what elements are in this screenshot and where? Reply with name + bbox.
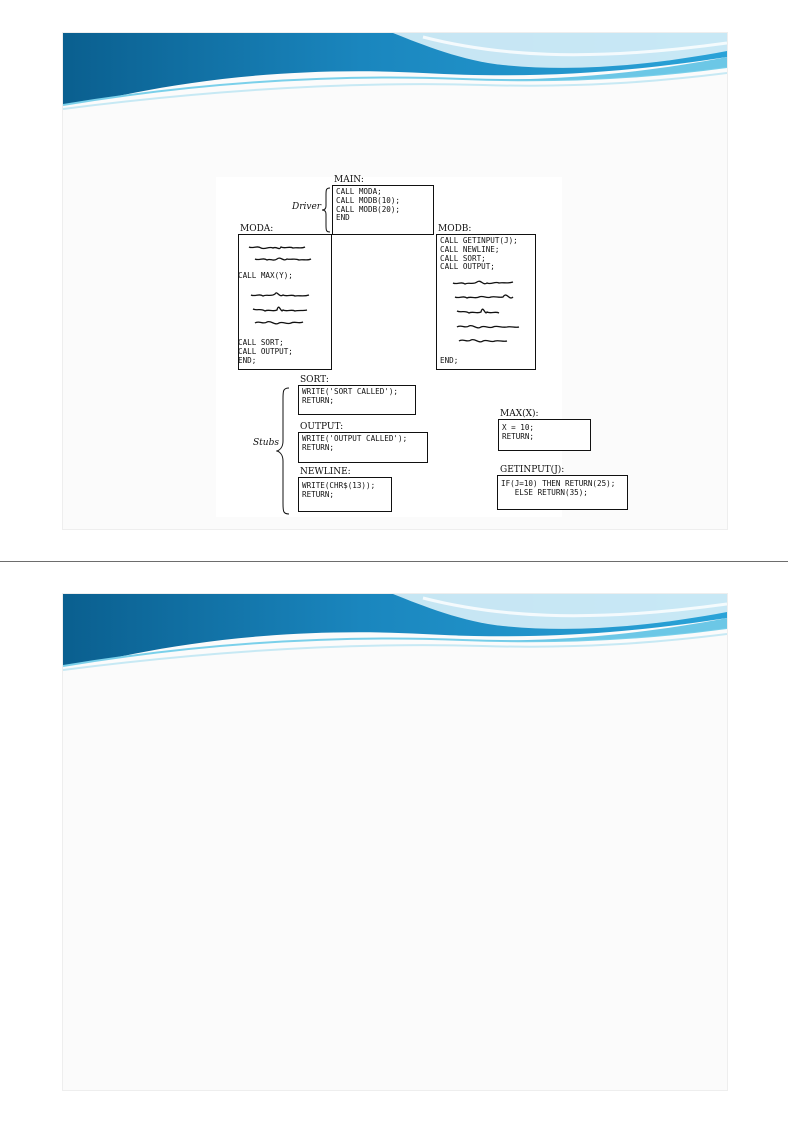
sort-title: SORT:	[300, 375, 329, 385]
moda-box: CALL MAX(Y); CALL SORT; CALL OUTPUT; END…	[238, 234, 332, 370]
getinput-stub-box: IF(J=10) THEN RETURN(25); ELSE RETURN(35…	[497, 475, 628, 510]
output-line-2: RETURN;	[302, 442, 335, 452]
slide-banner-graphic	[63, 594, 727, 671]
moda-title: MODA:	[240, 224, 274, 234]
modb-line-1: CALL GETINPUT(J);	[440, 236, 518, 245]
output-title: OUTPUT:	[300, 422, 344, 432]
stubs-label: Stubs	[253, 438, 279, 448]
sort-line-2: RETURN;	[302, 395, 335, 405]
sort-line-1: WRITE('SORT CALLED');	[302, 387, 399, 396]
driver-brace	[321, 187, 331, 233]
output-stub-box: WRITE('OUTPUT CALLED'); RETURN;	[298, 432, 428, 463]
moda-end: END;	[238, 356, 257, 365]
main-line-1: CALL MODA;	[336, 187, 382, 196]
getinput-title: GETINPUT(J):	[500, 465, 565, 475]
moda-code-scribble-top	[248, 246, 312, 261]
driver-label: Driver	[292, 202, 322, 212]
main-title: MAIN:	[334, 175, 364, 185]
moda-code-scribble-middle	[250, 292, 310, 325]
getinput-line-1: IF(J=10) THEN RETURN(25);	[501, 479, 616, 488]
modb-code-scribble	[452, 280, 520, 343]
newline-line-2: RETURN;	[302, 489, 335, 499]
main-box: CALL MODA; CALL MODB(10); CALL MODB(20);…	[332, 185, 434, 235]
stubs-brace	[276, 387, 290, 515]
modb-title: MODB:	[438, 224, 472, 234]
moda-call-sort: CALL SORT;	[238, 338, 284, 347]
modb-line-2: CALL NEWLINE;	[440, 244, 500, 254]
moda-call-max: CALL MAX(Y);	[238, 271, 293, 280]
modb-box: CALL GETINPUT(J); CALL NEWLINE; CALL SOR…	[436, 234, 536, 370]
getinput-line-2: ELSE RETURN(35);	[501, 487, 588, 497]
driver-stub-diagram: Driver MAIN: CALL MODA; CALL MODB(10); C…	[216, 175, 628, 517]
page-divider	[0, 561, 788, 562]
sort-stub-box: WRITE('SORT CALLED'); RETURN;	[298, 385, 416, 415]
main-line-2: CALL MODB(10);	[336, 195, 401, 205]
output-line-1: WRITE('OUTPUT CALLED');	[302, 434, 408, 443]
max-stub-box: X = 10; RETURN;	[498, 419, 591, 451]
modb-line-3: CALL SORT;	[440, 253, 486, 263]
moda-call-output: CALL OUTPUT;	[238, 347, 293, 356]
slide-2	[62, 593, 728, 1091]
main-line-4: END	[336, 213, 350, 223]
main-line-3: CALL MODB(20);	[336, 204, 401, 214]
slide-banner-graphic	[63, 33, 727, 110]
newline-stub-box: WRITE(CHR$(13)); RETURN;	[298, 477, 392, 512]
modb-end: END;	[440, 356, 459, 365]
max-line-1: X = 10;	[502, 423, 535, 432]
newline-line-1: WRITE(CHR$(13));	[302, 481, 376, 490]
slide-1: Driver MAIN: CALL MODA; CALL MODB(10); C…	[62, 32, 728, 530]
newline-title: NEWLINE:	[300, 467, 351, 477]
max-title: MAX(X):	[500, 409, 539, 419]
modb-line-4: CALL OUTPUT;	[440, 262, 495, 272]
max-line-2: RETURN;	[502, 431, 535, 441]
